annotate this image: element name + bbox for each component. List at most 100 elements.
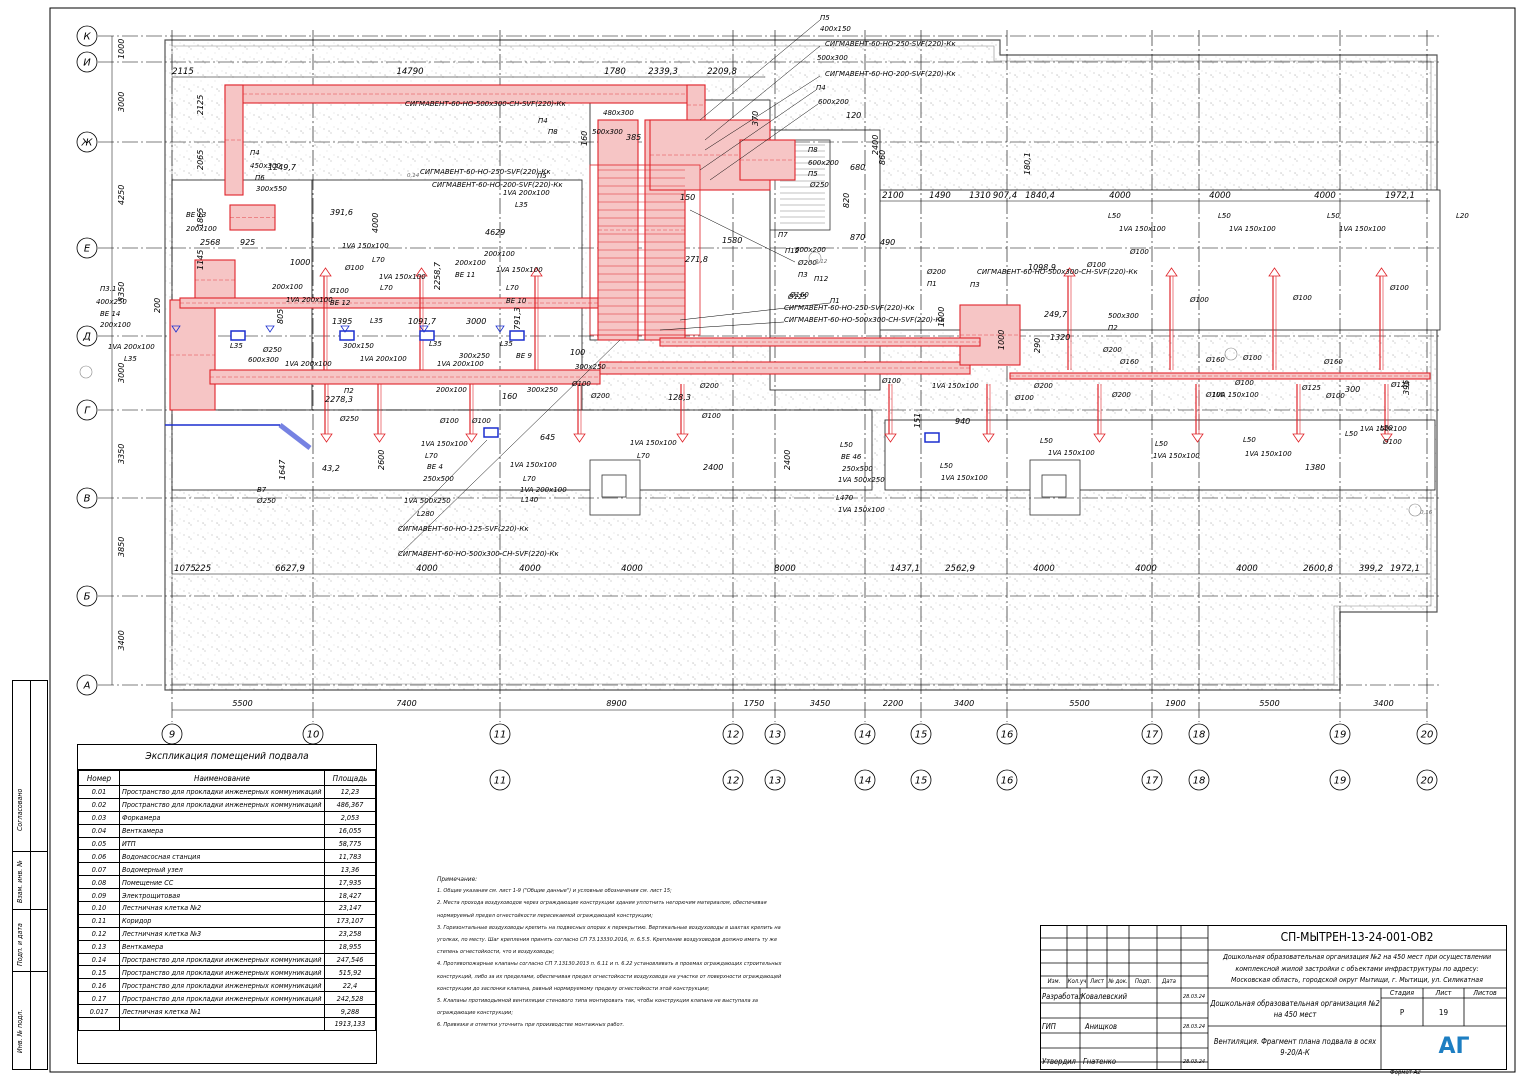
dim-misc: 249,7 xyxy=(1044,310,1068,319)
duct-label: СИГМАВЕНТ-60-НО-500x300-СН-SVF(220)-Кк xyxy=(405,100,567,108)
axis-bubble-row xyxy=(76,399,98,421)
duct-label: L470 xyxy=(836,494,854,502)
diffuser-arrow xyxy=(1063,267,1076,277)
diffuser-arrow xyxy=(1191,433,1204,443)
duct-label: 200x100 xyxy=(455,259,486,267)
duct-label: П3 xyxy=(798,271,808,279)
dim-col: 5500 xyxy=(232,699,252,708)
sheets-header: Листов xyxy=(1473,989,1497,997)
duct-label: Ø160 xyxy=(1323,358,1343,366)
duct-label: П8 xyxy=(548,128,558,136)
dim-misc: 271,8 xyxy=(685,255,708,264)
duct-label: СИГМАВЕНТ-60-НО-250-SVF(220)-Кк xyxy=(784,304,915,312)
dim-misc: 1249,7 xyxy=(268,163,297,172)
exhaust-arrow xyxy=(419,325,429,333)
diffuser-arrow xyxy=(319,267,332,277)
col-doc: № док. xyxy=(1108,978,1128,985)
room-area: 247,546 xyxy=(324,952,376,967)
duct-label: L35 xyxy=(500,340,513,348)
room-area: 18,955 xyxy=(324,939,376,954)
duct-label: Ø100 xyxy=(1292,294,1312,302)
duct-label: П12 xyxy=(814,275,829,283)
axis-bubble-row xyxy=(76,51,98,73)
duct-label: L50 xyxy=(1327,212,1340,220)
dim-misc: 680 xyxy=(850,163,865,172)
axis-label-row: К xyxy=(83,32,91,43)
duct-label: L35 xyxy=(124,355,137,363)
duct-label: ВЕ 11 xyxy=(455,271,475,279)
exhaust-duct-diag xyxy=(278,423,312,450)
axis-bubble-col-lower xyxy=(489,769,511,791)
exhaust-grille xyxy=(230,330,246,341)
axis-label-row: Г xyxy=(84,406,91,417)
duct-label: Ø200 xyxy=(797,259,817,267)
exhaust-arrow xyxy=(495,325,505,333)
note-line: нормируемый предел огнестойкости пересек… xyxy=(437,912,653,919)
duct-label: Ø200 xyxy=(1102,346,1122,354)
leader-line xyxy=(397,339,621,557)
dim-right-top: 907,4 xyxy=(993,191,1017,201)
dim-misc: 43,2 xyxy=(322,464,340,473)
duct-label: Ø160 xyxy=(789,291,809,299)
dim-right-top: 2100 xyxy=(882,191,904,201)
axis-label-row: В xyxy=(84,494,91,505)
exhaust-arrow xyxy=(171,325,181,333)
duct-label: 1VA 150x100 xyxy=(1212,391,1259,399)
dim-bottom: 4000 xyxy=(621,564,643,574)
dim-misc: 925 xyxy=(240,238,255,247)
duct-label: 250x500 xyxy=(423,475,454,483)
duct-label: 200x100 xyxy=(272,283,303,291)
note-line: 2. Места прохода воздуховодов через огра… xyxy=(437,900,767,907)
dim-misc: 1580 xyxy=(722,236,742,245)
duct-label: Ø200 xyxy=(1033,382,1053,390)
dim-misc: 1000 xyxy=(290,258,310,267)
duct-label: Ø100 xyxy=(1382,438,1402,446)
duct-label: П1 xyxy=(830,297,840,305)
dim-row: 3350 xyxy=(117,282,126,302)
room-number: 0.08 xyxy=(78,875,120,890)
dim-misc: 100 xyxy=(570,348,585,357)
axis-bubble-col xyxy=(722,723,744,745)
duct-label: СИГМАВЕНТ-60-НО-500x300-СН-SVF(220)-Кк xyxy=(977,268,1139,276)
leader-line xyxy=(397,439,488,532)
room-area: 18,427 xyxy=(324,888,376,903)
leader-line xyxy=(689,209,796,263)
building-inner-line xyxy=(171,45,1432,685)
axis-label-col: 10 xyxy=(307,730,320,741)
duct-label: П5 xyxy=(808,170,818,178)
axis-label-row: Е xyxy=(84,244,91,255)
duct-label: 1VA 150x100 xyxy=(1245,450,1292,458)
room-area: 17,935 xyxy=(324,875,376,890)
dim-bottom: 225 xyxy=(195,564,211,574)
room-area: 515,92 xyxy=(324,965,376,980)
axis-bubble-row xyxy=(76,585,98,607)
axis-label-col: 16 xyxy=(1001,730,1014,741)
duct-label: L70 xyxy=(506,284,519,292)
axis-label-row: Б xyxy=(84,592,91,603)
sheet-header: Лист xyxy=(1435,989,1452,997)
stage-header: Стадия xyxy=(1389,989,1415,997)
dim-misc: 3000 xyxy=(466,317,486,326)
leader-line xyxy=(709,103,819,181)
dim-misc: 1380 xyxy=(1305,463,1325,472)
axis-bubble-col-lower xyxy=(722,769,744,791)
sheet-frame xyxy=(49,7,1516,1073)
room-area: 12,23 xyxy=(324,785,376,799)
axis-bubble-col-lower xyxy=(1141,769,1163,791)
dim-misc: 2600 xyxy=(377,450,386,470)
axis-bubble-col-lower xyxy=(910,769,932,791)
dim-misc: 1091,7 xyxy=(408,317,437,326)
diffuser-arrow xyxy=(320,433,333,443)
axis-label-row: А xyxy=(83,681,91,692)
diffuser-arrow xyxy=(465,433,478,443)
duct-label: Ø100 xyxy=(1086,261,1106,269)
axis-bubble-col xyxy=(489,723,511,745)
axis-label-col: 12 xyxy=(727,730,740,741)
axis-bubble-col-lower xyxy=(1188,769,1210,791)
dim-right-top: 4000 xyxy=(1314,191,1336,201)
axis-label-col-lower: 15 xyxy=(915,776,928,787)
